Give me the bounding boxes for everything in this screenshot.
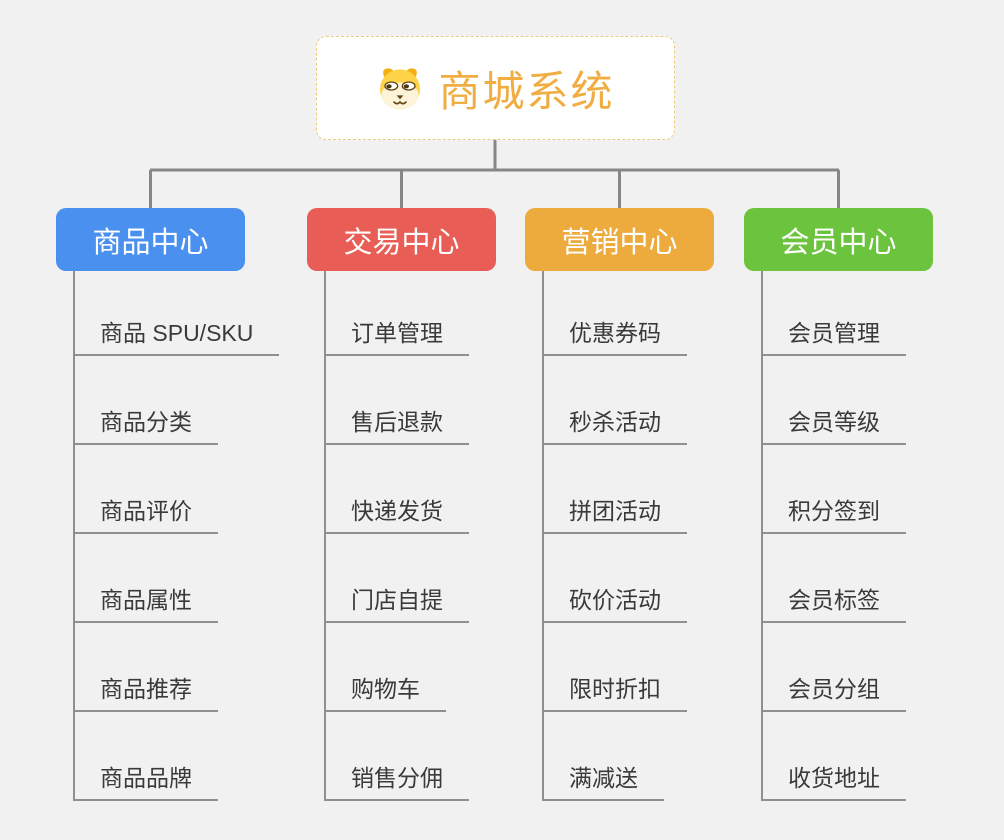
branch-label: 会员中心: [780, 226, 897, 259]
leaf-node[interactable]: 砍价活动: [542, 589, 687, 623]
branch-node-trade-center[interactable]: 交易中心: [307, 208, 496, 271]
leaf-node[interactable]: 商品属性: [73, 589, 218, 623]
branch-label: 营销中心: [561, 226, 678, 259]
branch-node-marketing-center[interactable]: 营销中心: [525, 208, 714, 271]
leaf-node[interactable]: 收货地址: [761, 767, 906, 801]
leaf-node[interactable]: 会员管理: [761, 322, 906, 356]
leaf-node[interactable]: 订单管理: [324, 322, 469, 356]
leaf-node[interactable]: 售后退款: [324, 411, 469, 445]
leaf-node[interactable]: 拼团活动: [542, 500, 687, 534]
leaf-node[interactable]: 优惠券码: [542, 322, 687, 356]
branch-label: 商品中心: [92, 226, 209, 259]
leaf-node[interactable]: 积分签到: [761, 500, 906, 534]
branch-label: 交易中心: [343, 226, 460, 259]
root-node[interactable]: 商城系统: [316, 36, 675, 140]
leaf-node[interactable]: 门店自提: [324, 589, 469, 623]
branch-node-member-center[interactable]: 会员中心: [744, 208, 933, 271]
leaf-node[interactable]: 商品评价: [73, 500, 218, 534]
branch-node-product-center[interactable]: 商品中心: [56, 208, 245, 271]
leaf-node[interactable]: 秒杀活动: [542, 411, 687, 445]
leaf-node[interactable]: 会员标签: [761, 589, 906, 623]
leaf-node[interactable]: 商品推荐: [73, 678, 218, 712]
leaf-node[interactable]: 限时折扣: [542, 678, 687, 712]
leaf-node[interactable]: 会员分组: [761, 678, 906, 712]
leaf-node[interactable]: 购物车: [324, 678, 446, 712]
leaf-node[interactable]: 快递发货: [324, 500, 469, 534]
leaf-node[interactable]: 会员等级: [761, 411, 906, 445]
leaf-node[interactable]: 商品 SPU/SKU: [73, 322, 280, 356]
dog-face-icon: [380, 68, 421, 110]
root-node-label: 商城系统: [438, 67, 615, 115]
leaf-node[interactable]: 商品分类: [73, 411, 218, 445]
leaf-node[interactable]: 销售分佣: [324, 767, 469, 801]
leaf-node[interactable]: 商品品牌: [73, 767, 218, 801]
leaf-node[interactable]: 满减送: [542, 767, 664, 801]
